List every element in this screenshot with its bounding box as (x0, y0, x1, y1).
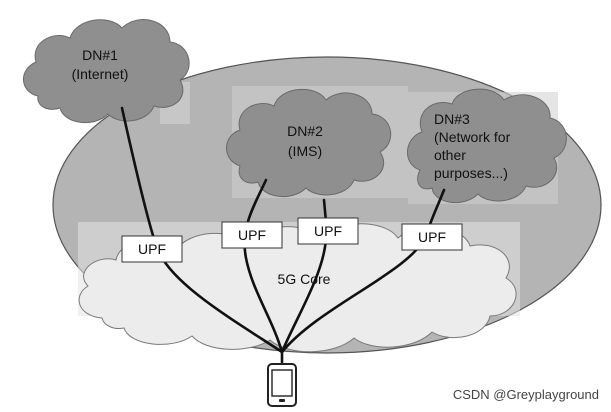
dn3-cloud (407, 88, 567, 204)
watermark: CSDN @Greyplayground (452, 387, 599, 402)
upf-2-label: UPF (238, 227, 266, 243)
dn3-label-line-3: other (434, 147, 466, 163)
dn1-label: DN#1 (Internet) (72, 47, 129, 82)
line-dn2-left-to-device (243, 178, 284, 354)
upf-3: UPF (297, 217, 359, 245)
dn3-label-line-2: (Network for (434, 129, 511, 145)
upf-3-label: UPF (314, 223, 342, 239)
smartphone-icon (267, 363, 297, 407)
line-upf3-to-device (280, 236, 328, 354)
dn2-label-line-1: DN#2 (287, 123, 323, 139)
dn1-label-line-1: DN#1 (82, 47, 118, 63)
dn3-label: DN#3 (Network for other purposes...) (434, 111, 511, 181)
core-label: 5G Core (278, 271, 331, 287)
upf-4-label: UPF (418, 229, 446, 245)
dn1-label-line-2: (Internet) (72, 66, 129, 82)
upf-2: UPF (221, 221, 283, 249)
dn2-label: DN#2 (IMS) (287, 123, 323, 159)
dn3-label-line-1: DN#3 (434, 111, 470, 127)
upf-1: UPF (121, 235, 183, 263)
dn2-label-line-2: (IMS) (288, 143, 322, 159)
dn2-cloud (226, 88, 392, 198)
upf-1-label: UPF (138, 241, 166, 257)
upf-4: UPF (401, 223, 463, 251)
line-dn3-to-device (280, 188, 446, 354)
dn1-cloud (23, 19, 190, 124)
dn3-label-line-4: purposes...) (434, 165, 508, 181)
